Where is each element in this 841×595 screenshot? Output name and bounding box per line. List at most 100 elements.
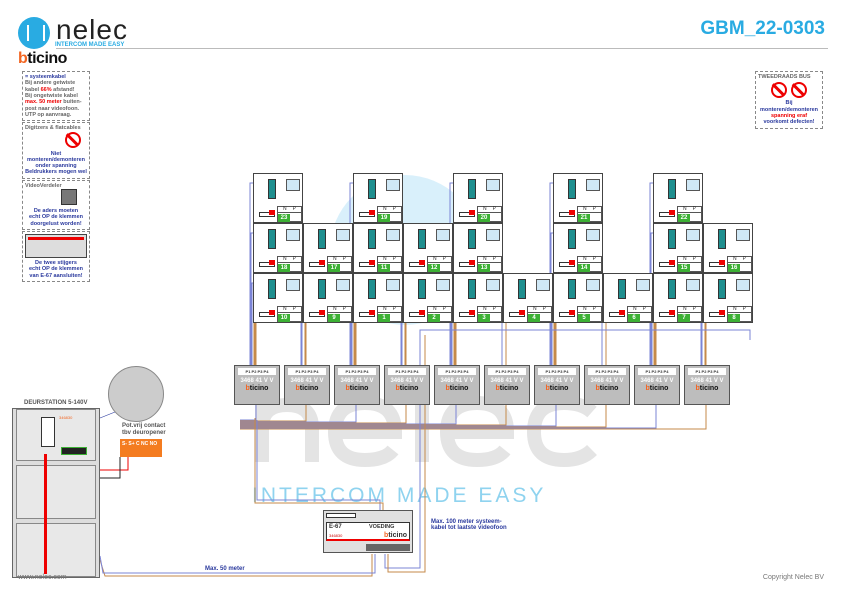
header-divider [56,48,828,49]
document-code: GBM_22-0303 [700,18,825,39]
text: Beldrukkers mogen wel [25,169,87,176]
terminal-block [368,279,376,299]
model: 3468 41 [590,378,613,384]
wire [387,335,426,573]
pin-labels: P1 P2 P3 P4 [288,368,326,375]
terminal-block [318,229,326,249]
model: 3468 41 [240,378,263,384]
model: 3468 41 [640,378,663,384]
pin-labels: P1 P2 P3 P4 [338,368,376,375]
terminal-block [568,179,576,199]
call-button-icon [409,310,425,317]
call-button-icon [259,260,275,267]
vv-label: V V [513,378,524,384]
pin-labels: P1 P2 P3 P4 [488,368,526,375]
brand: bticino [645,385,669,392]
text: post naar videofoon. [25,105,80,112]
text: echt OP de klemmen [28,266,83,273]
text: van E-67 aansluiten! [29,272,83,279]
footer-website: www.nelec.com [18,574,67,581]
brand: bticino [245,385,269,392]
text: Bij andere getwiste [25,80,76,87]
apartment-number: 11 [378,264,390,272]
terminal-block [418,279,426,299]
videophone-icon [686,229,700,241]
text: De aders moeten [33,208,79,215]
apartment-number: 3 [478,314,490,322]
vv-label: V V [713,378,724,384]
videophone-icon [536,279,550,291]
relay-contact-terminal: S- S+ C NC NO [120,439,162,457]
call-button-icon [409,260,425,267]
call-button-icon [709,310,725,317]
apartment-number: 1 [378,314,390,322]
call-button-icon [309,260,325,267]
apartment-number: 14 [578,264,590,272]
apartment-number: 18 [278,264,290,272]
vv-label: V V [263,378,274,384]
call-button-icon [609,310,625,317]
psu-icon [25,234,87,258]
text: kabel 66% afstand! [25,86,75,93]
cable-legend: = systeemkabel [25,74,66,80]
wire [240,405,407,424]
pin-labels: P1 P2 P3 P4 [438,368,476,375]
text: spanning eraf [770,112,808,119]
call-button-icon [459,210,475,217]
terminal-block [468,229,476,249]
no-plug-icon [771,82,788,99]
pin-labels: P1 P2 P3 P4 [388,368,426,375]
videophone-icon [486,279,500,291]
apartment-number: 9 [328,314,340,322]
videophone-icon [386,229,400,241]
door-station-part: 346830 [59,415,73,420]
wire [90,457,129,471]
apartment-number: 16 [728,264,740,272]
video-distributor-icon [61,189,77,206]
pin-labels: P1 P2 P3 P4 [638,368,676,375]
vv-label: V V [463,378,474,384]
wire [240,405,707,430]
text: doorgelust worden! [30,220,82,227]
no-flatcable-icon [790,82,807,99]
digitizers-info-box: Digitzers & flatcables Niet monteren/dem… [22,122,90,179]
bticino-logo: bticino [18,50,67,67]
model: 3468 41 [390,378,413,384]
terminal-block [668,229,676,249]
door-station: 346830 [12,408,100,578]
wire [240,405,307,422]
terminal-block [718,279,726,299]
call-button-icon [509,310,525,317]
apartment-number: 22 [678,214,690,222]
apartment-number: 12 [428,264,440,272]
max-100-note: Max. 100 meter systeem-kabel tot laatste… [431,519,507,531]
text: voorkomt defecten! [763,119,815,126]
videophone-icon [586,279,600,291]
model: 3468 41 [290,378,313,384]
vv-label: V V [613,378,624,384]
psu-model: E-67 [329,524,342,530]
vv-label: V V [413,378,424,384]
terminal-block [268,179,276,199]
box-title: Digitzers & flatcables [25,125,81,132]
call-button-icon [559,260,575,267]
vv-label: V V [563,378,574,384]
brand: bticino [495,385,519,392]
